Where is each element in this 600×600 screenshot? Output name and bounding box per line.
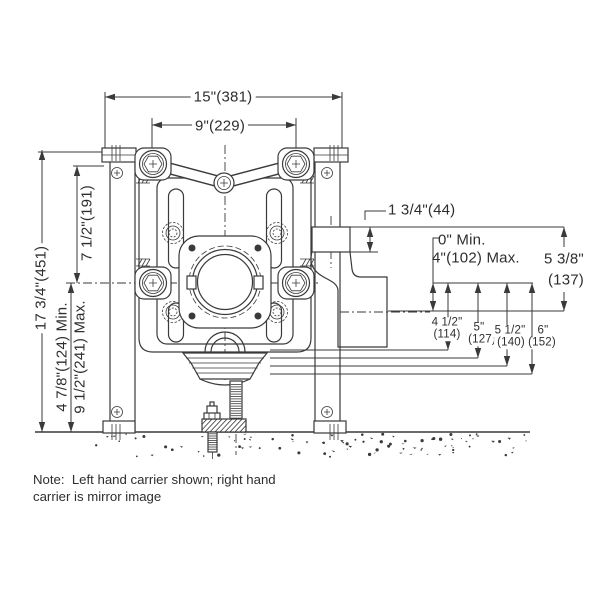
dim-roughin-3-mm: (140) <box>494 337 528 349</box>
dim-adjust-max: 4"(102) Max. <box>432 249 520 267</box>
dim-bolt-spacing: 9"(229) <box>191 118 249 134</box>
screw-icon <box>321 406 333 418</box>
anchor-bolt <box>203 401 221 459</box>
waste-pipe <box>310 226 388 348</box>
dim-outlet-min: 4 7/8"(124) Min. <box>53 302 71 412</box>
note-line-1: Note: Left hand carrier shown; right han… <box>33 472 276 487</box>
dim-adjust-min: 0" Min. <box>438 231 486 249</box>
dim-overall-width: 15"(381) <box>190 89 256 105</box>
dim-roughin-4-mm: (152) <box>525 337 559 349</box>
concrete-speckles <box>95 432 527 458</box>
hatch-mark <box>135 258 151 267</box>
dim-vent-offset: 1 3/4"(44) <box>388 201 456 219</box>
dim-overall-height: 17 3/4"(451) <box>33 242 50 334</box>
floor <box>35 431 530 458</box>
screw-icon <box>321 167 333 179</box>
hex-bolt-icon <box>134 266 172 300</box>
dim-upper-height: 7 1/2"(191) <box>79 182 96 264</box>
stud-icon <box>162 222 184 244</box>
dim-fitting-depth-in: 5 3/8" <box>544 250 584 268</box>
dim-outlet-max: 9 1/2"(241) Max. <box>71 300 89 414</box>
right-upright <box>313 145 349 440</box>
support-foot <box>181 331 269 459</box>
anchor-block-hatch <box>202 419 246 432</box>
note-line-2: carrier is mirror image <box>33 489 162 504</box>
screw-icon <box>111 406 123 418</box>
dimension-lines <box>38 92 568 432</box>
dim-roughin-3-in: 5 1/2" <box>491 325 529 337</box>
screw-icon <box>111 167 123 179</box>
dim-roughin-2-in: 5" <box>470 322 488 334</box>
hex-bolt-icon <box>277 266 315 300</box>
hex-bolt-icon <box>277 147 315 181</box>
stud-icon <box>266 222 288 244</box>
carrier-plate <box>134 147 315 353</box>
dim-roughin-1-in: 4 1/2" <box>428 317 466 329</box>
center-bolt <box>213 172 235 194</box>
left-upright <box>101 145 137 440</box>
dim-roughin-2-mm: (127) <box>465 334 499 346</box>
dim-roughin-4-in: 6" <box>534 325 552 337</box>
dim-fitting-depth-mm: (137) <box>547 271 585 289</box>
hub-faceplate <box>178 235 272 329</box>
dim-roughin-1-mm: (114) <box>430 329 464 341</box>
adjustment-slots <box>167 188 283 343</box>
hex-bolt-icon <box>134 147 172 181</box>
